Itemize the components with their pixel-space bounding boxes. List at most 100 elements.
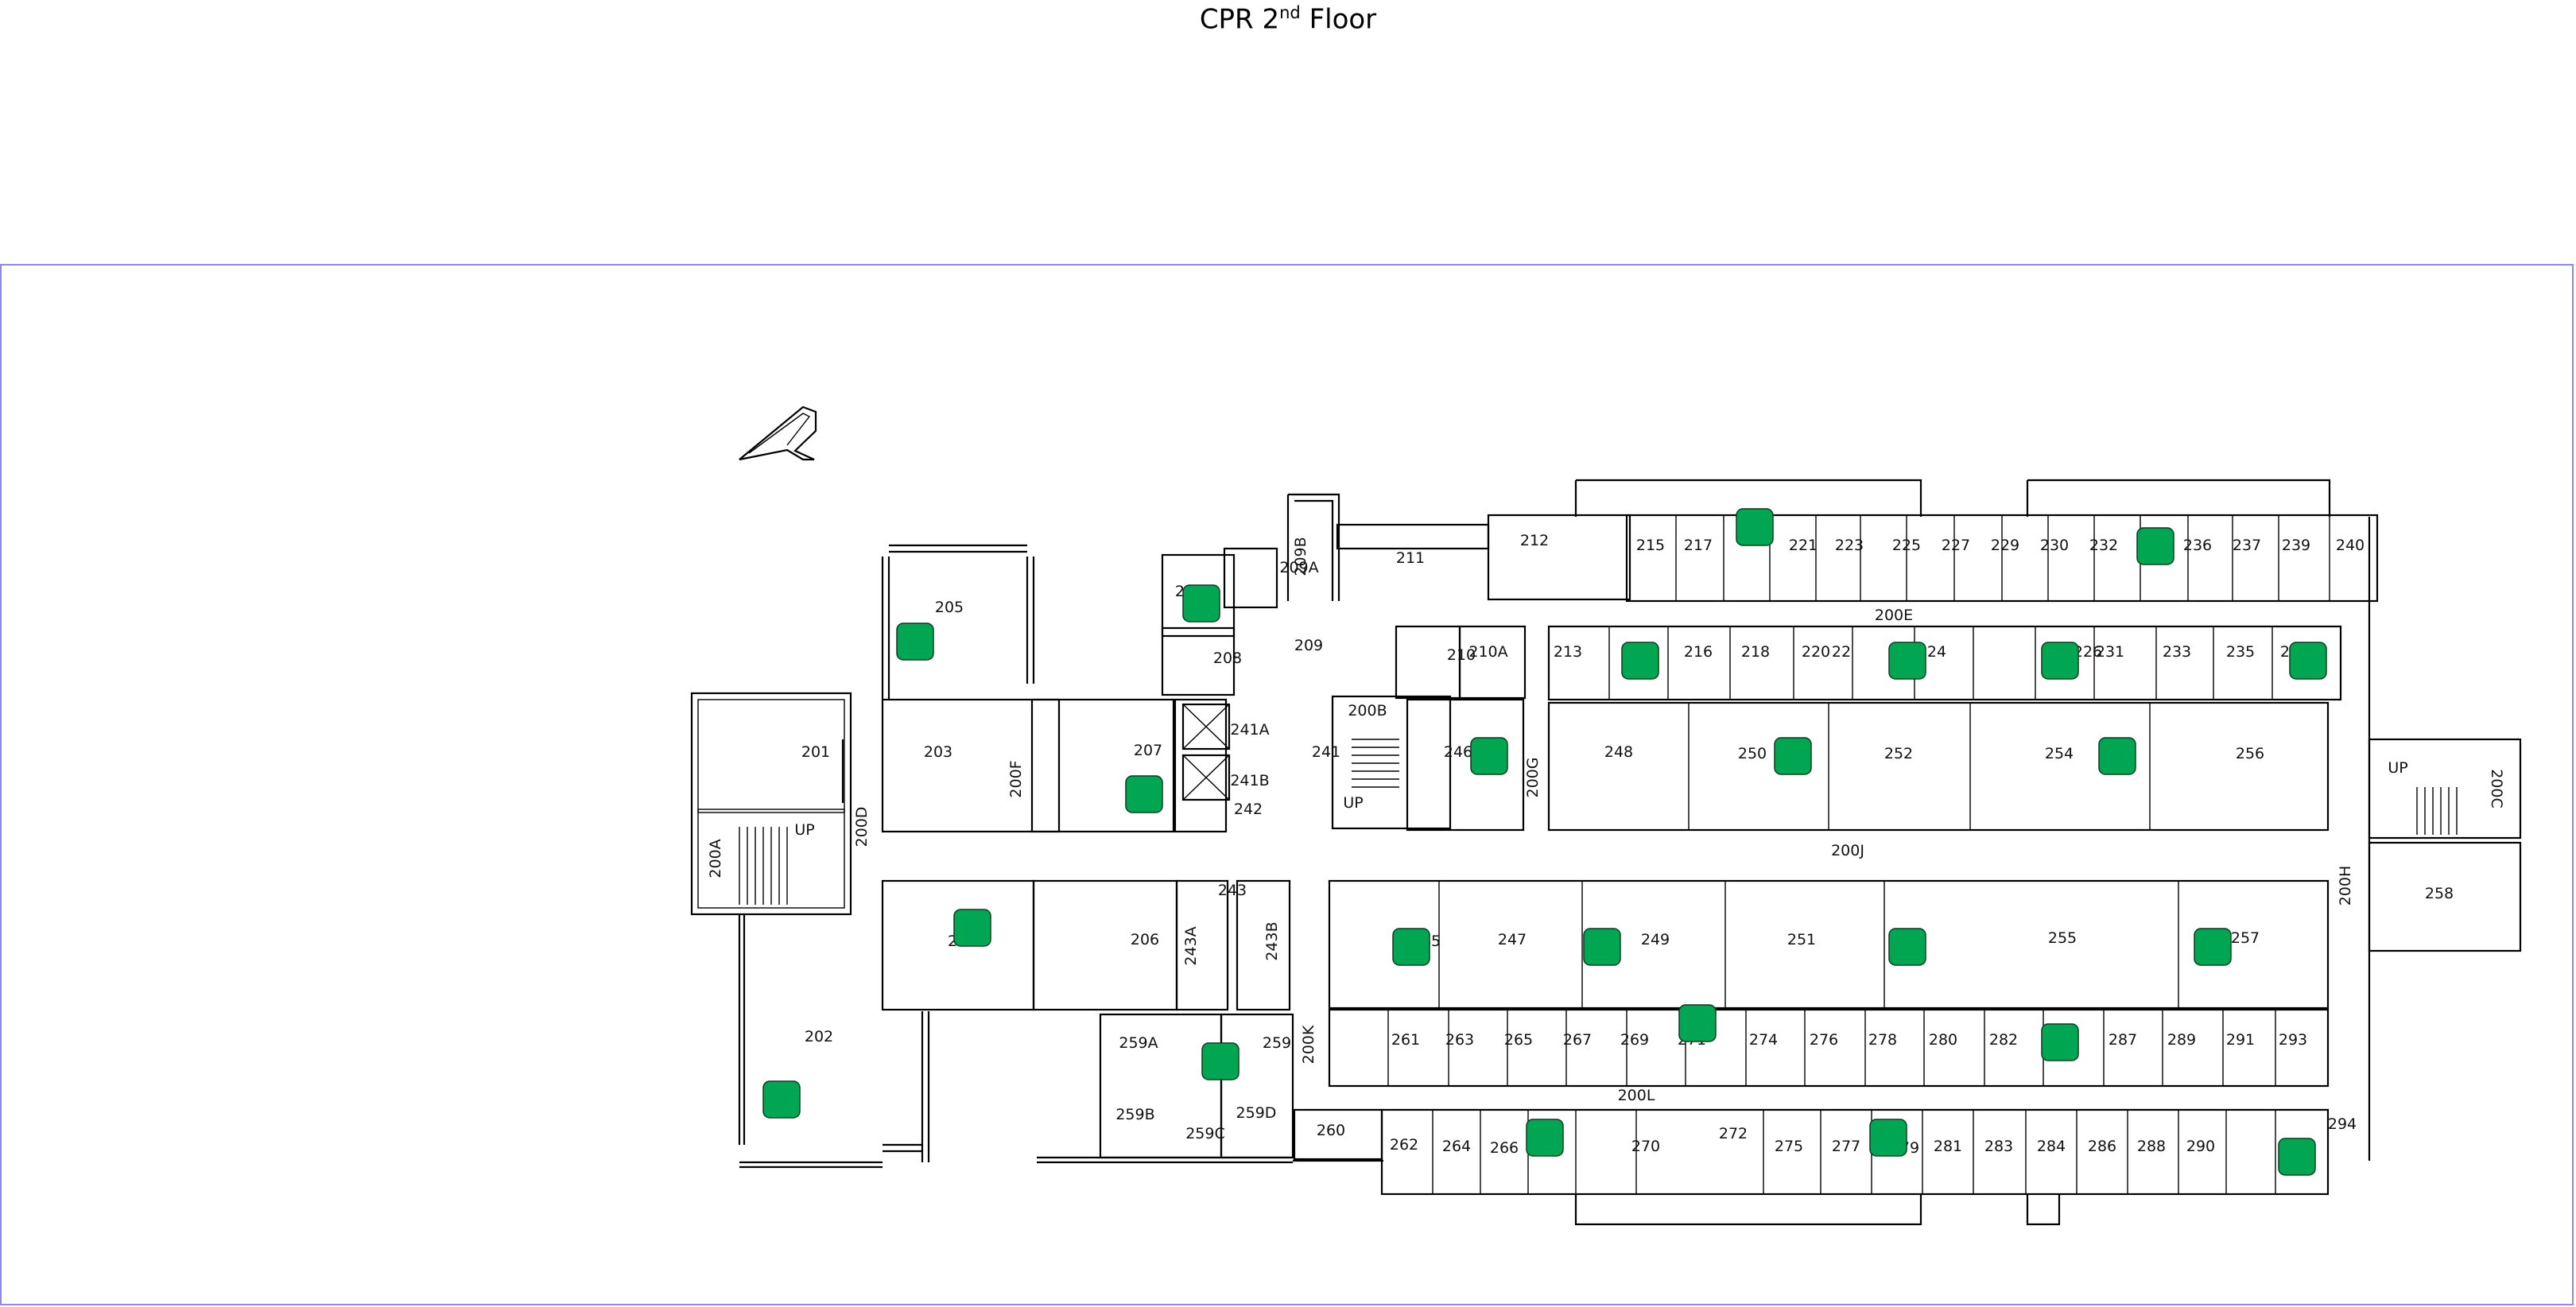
room-243B-label: 243B <box>1263 921 1281 960</box>
room-287-label: 287 <box>2109 1031 2137 1049</box>
marker-285[interactable] <box>2041 1023 2079 1061</box>
room-224-partial-label: 24 <box>1927 643 1946 661</box>
room-267-label: 267 <box>1563 1031 1592 1049</box>
room-212-label: 212 <box>1520 532 1549 549</box>
room-264-label: 264 <box>1442 1138 1471 1155</box>
marker-222[interactable] <box>1888 642 1926 680</box>
marker-245[interactable] <box>1392 928 1430 966</box>
building-walls <box>690 479 2522 1226</box>
marker-259[interactable] <box>1201 1042 1240 1080</box>
room-269-label: 269 <box>1620 1031 1649 1049</box>
room-223-label: 223 <box>1835 537 1864 554</box>
room-227-label: 227 <box>1942 537 1970 554</box>
room-252-label: 252 <box>1884 745 1913 762</box>
marker-250[interactable] <box>1774 737 1812 775</box>
room-278-label: 278 <box>1868 1031 1897 1049</box>
room-259-label: 259 <box>1263 1034 1291 1052</box>
marker-204[interactable] <box>953 909 991 947</box>
room-283-label: 283 <box>1984 1138 2013 1155</box>
room-241-label: 241 <box>1312 743 1340 761</box>
room-281-label: 281 <box>1934 1138 1962 1155</box>
room-294-label: 294 <box>2328 1115 2357 1133</box>
room-280-label: 280 <box>1929 1031 1957 1049</box>
room-225-label: 225 <box>1892 537 1921 554</box>
room-222-partial-label: 22 <box>1832 643 1851 661</box>
room-272-label: 272 <box>1719 1125 1748 1142</box>
room-207-label: 207 <box>1134 742 1162 759</box>
marker-246[interactable] <box>1470 737 1508 775</box>
room-209B-label: 209B <box>1292 537 1309 576</box>
corridor-200J-label: 200J <box>1831 842 1864 859</box>
marker-219[interactable] <box>1736 508 1774 546</box>
room-201-label: 201 <box>801 743 830 761</box>
marker-208[interactable] <box>1182 584 1220 622</box>
room-243A-label: 243A <box>1182 926 1200 965</box>
room-220-label: 220 <box>1802 643 1830 661</box>
room-203-label: 203 <box>924 743 952 761</box>
room-257-label: 257 <box>2231 929 2260 947</box>
marker-273[interactable] <box>1678 1004 1717 1042</box>
room-233-label: 233 <box>2163 643 2191 661</box>
room-249-label: 249 <box>1641 931 1670 948</box>
room-243-label: 243 <box>1218 882 1247 899</box>
room-275-label: 275 <box>1775 1138 1803 1155</box>
room-213-label: 213 <box>1554 643 1582 661</box>
room-217-label: 217 <box>1684 537 1713 554</box>
marker-249[interactable] <box>1583 928 1621 966</box>
compass-shape <box>739 405 817 461</box>
corridor-200A-label: 200A <box>707 839 724 878</box>
stair-up-center-label: UP <box>1343 794 1363 812</box>
room-208-label: 208 <box>1213 650 1242 667</box>
room-210A-label: 210A <box>1468 643 1507 661</box>
corridor-200H-label: 200H <box>2337 866 2354 906</box>
room-293-label: 293 <box>2279 1031 2307 1049</box>
room-274-label: 274 <box>1749 1031 1778 1049</box>
room-229-label: 229 <box>1991 537 2019 554</box>
stair-up-west-label: UP <box>794 821 814 839</box>
room-216-label: 216 <box>1684 643 1713 661</box>
room-labels: 201 202 203 205 206 207 208 209 209A 209… <box>707 532 2505 1157</box>
map-frame <box>0 264 2574 1305</box>
corridor-200G-label: 200G <box>1524 758 1542 798</box>
page-title: CPR 2nd Floor <box>0 3 2576 35</box>
room-270-label: 270 <box>1631 1138 1660 1155</box>
room-246-label: 246 <box>1444 743 1472 761</box>
room-265-label: 265 <box>1504 1031 1533 1049</box>
marker-228[interactable] <box>2041 642 2079 680</box>
room-289-label: 289 <box>2167 1031 2196 1049</box>
marker-268[interactable] <box>1526 1119 1564 1157</box>
room-259B-label: 259B <box>1115 1106 1154 1123</box>
room-218-label: 218 <box>1741 643 1770 661</box>
marker-205[interactable] <box>896 622 934 661</box>
corridor-200F-label: 200F <box>1007 760 1025 797</box>
marker-214[interactable] <box>1621 642 1659 680</box>
marker-207[interactable] <box>1125 775 1163 813</box>
marker-257[interactable] <box>2194 928 2232 966</box>
room-242-label: 242 <box>1234 801 1263 818</box>
room-205-label: 205 <box>935 599 964 616</box>
marker-292[interactable] <box>2278 1138 2316 1176</box>
room-markers <box>762 508 2327 1176</box>
room-235-label: 235 <box>2226 643 2255 661</box>
room-286-label: 286 <box>2088 1138 2116 1155</box>
marker-202[interactable] <box>762 1080 801 1119</box>
room-263-label: 263 <box>1445 1031 1474 1049</box>
room-241B-label: 241B <box>1230 772 1269 789</box>
room-259C-label: 259C <box>1185 1125 1225 1142</box>
room-230-label: 230 <box>2040 537 2069 554</box>
room-282-label: 282 <box>1989 1031 2018 1049</box>
room-211-label: 211 <box>1396 549 1425 567</box>
room-254-label: 254 <box>2045 745 2074 762</box>
marker-234[interactable] <box>2136 527 2174 565</box>
title-tail: Floor <box>1300 3 1377 36</box>
corridor-200K-label: 200K <box>1300 1025 1317 1064</box>
marker-253[interactable] <box>1888 928 1926 966</box>
room-258-label: 258 <box>2425 885 2454 902</box>
marker-254[interactable] <box>2098 737 2136 775</box>
room-215-label: 215 <box>1636 537 1665 554</box>
marker-279[interactable] <box>1869 1119 1907 1157</box>
marker-238[interactable] <box>2289 642 2327 680</box>
room-256-label: 256 <box>2236 745 2264 762</box>
room-209A-label: 209A <box>1279 559 1318 576</box>
room-210-label: 210 <box>1447 646 1476 664</box>
